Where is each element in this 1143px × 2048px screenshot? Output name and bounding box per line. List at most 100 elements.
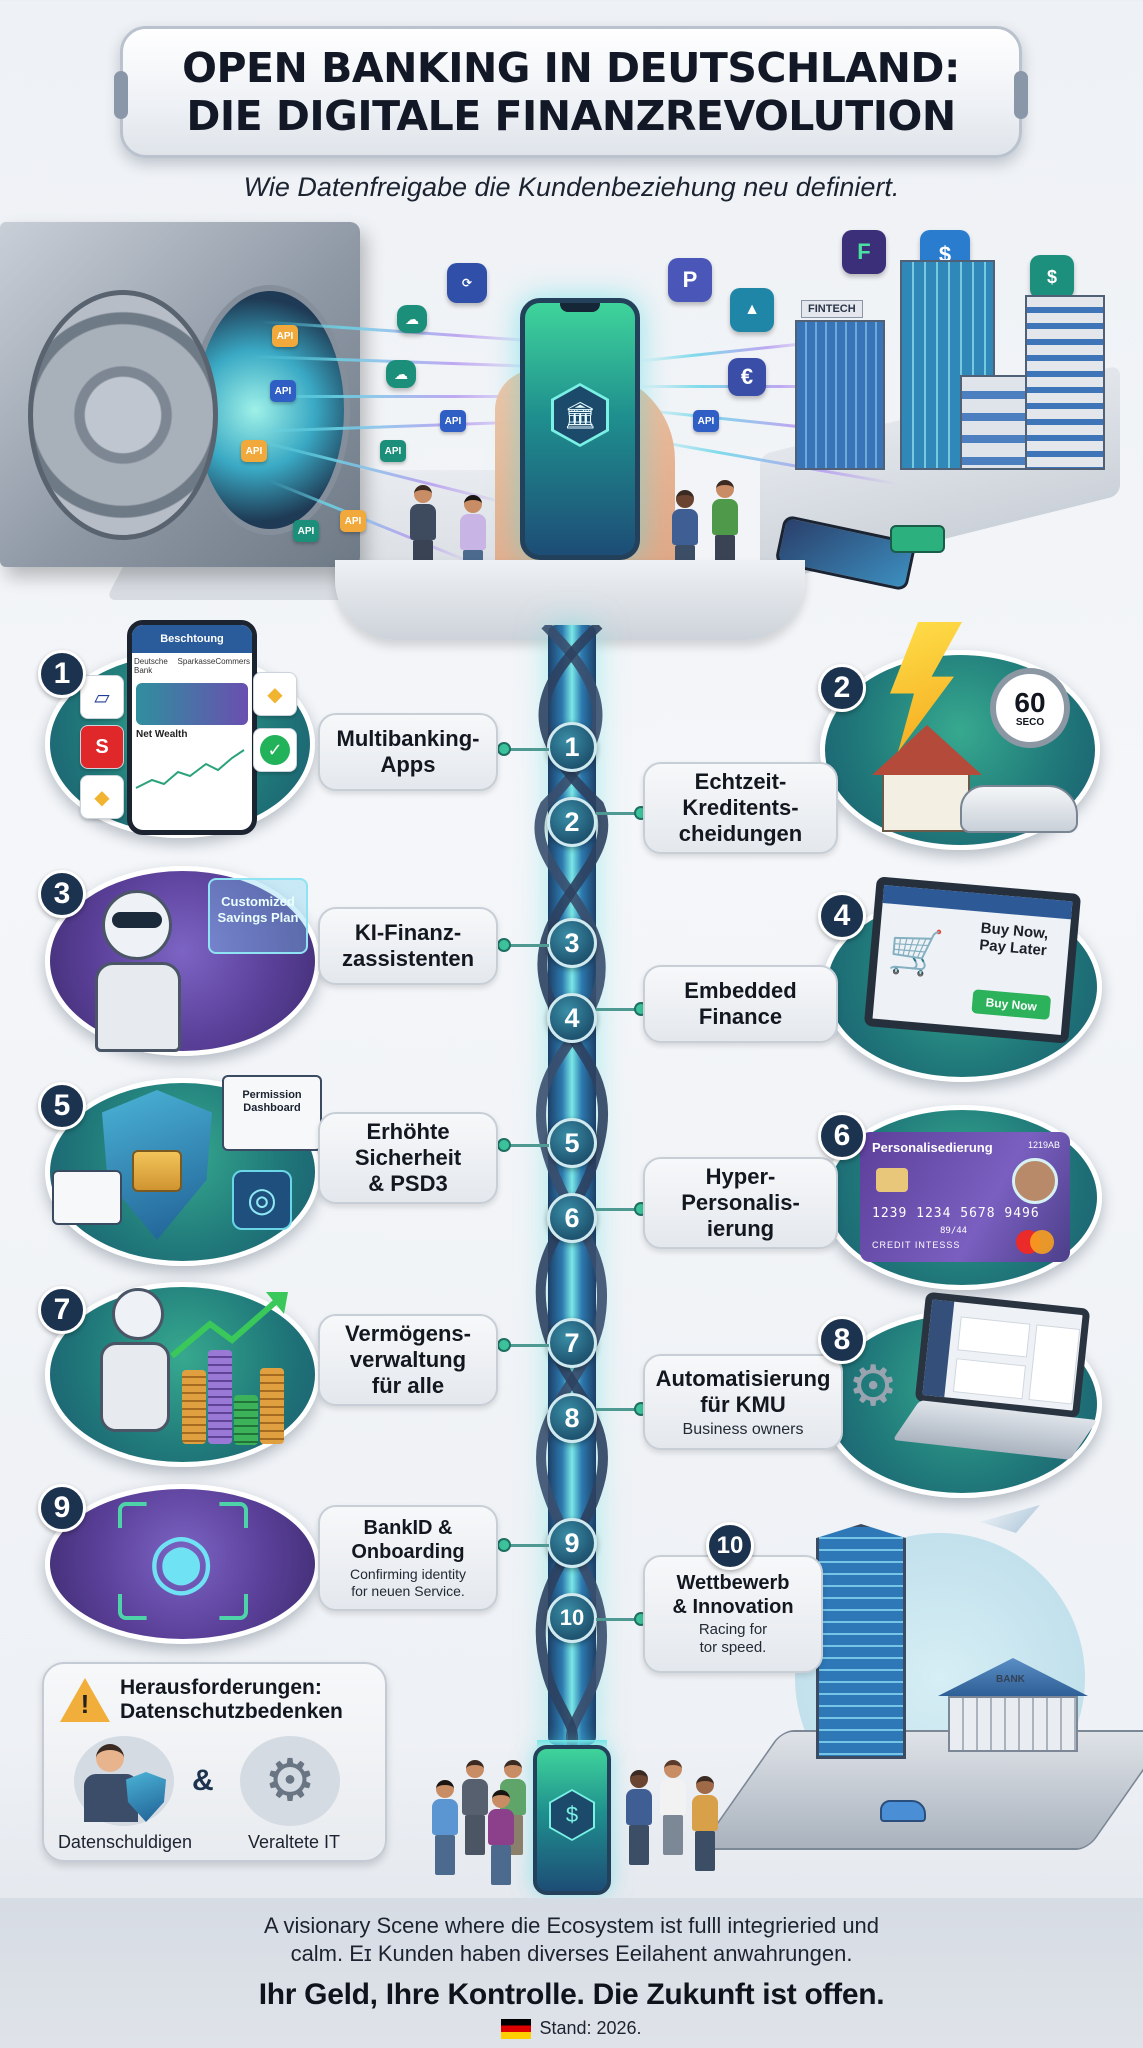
feature-4-card[interactable]: Embedded Finance [643, 965, 838, 1043]
stand-date: Stand: 2026. [539, 2018, 642, 2038]
feature-8-title: Automatisierung für KMU [655, 1365, 831, 1417]
vault-door-icon [28, 290, 218, 540]
footer-description: A visionary Scene where die Ecosystem is… [0, 1912, 1143, 1968]
dashboard-widget [952, 1358, 1027, 1400]
cloud-icon: ☁ [397, 305, 427, 333]
dashboard-sidebar [922, 1299, 955, 1398]
challenges-panel: ! Herausforderungen: Datenschutzbedenken… [42, 1662, 387, 1862]
permission-dashboard-panel: Permission Dashboard [222, 1075, 322, 1151]
savings-plan-bubble: Customized Savings Plan [208, 878, 308, 954]
permission-dashboard-title: Permission Dashboard [242, 1089, 302, 1114]
gears-icon: ⚙ [240, 1736, 340, 1826]
challenges-title: Herausforderungen: Datenschutzbedenken [120, 1676, 343, 1723]
bank-sparkasse: Sparkasse [177, 657, 216, 666]
feature-3-card[interactable]: KI-Finanz- zassistenten [318, 907, 498, 985]
monitor-icon: 🛒 Buy Now, Pay Later Buy Now [863, 876, 1082, 1044]
warning-icon: ! [60, 1678, 110, 1722]
feature-8-card[interactable]: Automatisierung für KMU Business owners [643, 1354, 843, 1450]
dashboard-widget [957, 1316, 1031, 1358]
bank-icon: 🏛 [554, 386, 606, 444]
feature-7-card[interactable]: Vermögens- verwaltung für alle [318, 1314, 498, 1406]
app-header: Beschtoung [132, 625, 252, 653]
car-icon [880, 1800, 926, 1822]
spine-node-5[interactable]: 5 [547, 1118, 597, 1168]
feature-5-badge: 5 [38, 1082, 86, 1130]
stopwatch-icon: 60 SECO [990, 668, 1070, 748]
feature-10-card[interactable]: Wettbewerb & Innovation Racing for tor s… [643, 1555, 823, 1673]
spine-node-1[interactable]: 1 [547, 722, 597, 772]
api-chip: API [693, 410, 719, 432]
feature-9-card[interactable]: BankID & Onboarding Confirming identity … [318, 1505, 498, 1611]
person-figure [432, 1780, 458, 1875]
feature-1-card[interactable]: Multibanking- Apps [318, 713, 498, 791]
api-chip: API [380, 440, 406, 462]
checkmark-icon: ✓ [253, 728, 297, 772]
card-number: 1239 1234 5678 9496 [872, 1206, 1040, 1221]
api-chip: API [241, 440, 267, 462]
spine-node-3[interactable]: 3 [547, 918, 597, 968]
connector-line [596, 1618, 640, 1621]
robot-advisor-body [100, 1342, 170, 1432]
fintech-building: FINTECH [795, 300, 885, 470]
triangle-app-icon: ▲ [730, 288, 774, 332]
feature-3-illustration [45, 866, 320, 1056]
dollar-icon: $ [551, 1791, 593, 1839]
feature-3-title: KI-Finanz- zassistenten [341, 920, 475, 971]
padlock-icon [132, 1150, 182, 1192]
car-icon [960, 785, 1078, 833]
phone-notch [560, 303, 600, 312]
feature-2-card[interactable]: Echtzeit- Kreditents- cheidungen [643, 762, 838, 854]
api-chip: API [440, 410, 466, 432]
spine-node-7[interactable]: 7 [547, 1318, 597, 1368]
spine-node-2[interactable]: 2 [547, 797, 597, 847]
connector-line [505, 1544, 549, 1547]
person-figure [692, 1776, 718, 1871]
robot-body [95, 962, 181, 1052]
shopping-cart-icon: 🛒 [886, 925, 946, 980]
feature-3-badge: 3 [38, 870, 86, 918]
gear-icon: ⚙ [848, 1354, 899, 1417]
cable-twist [534, 625, 609, 1745]
spine-node-8[interactable]: 8 [547, 1393, 597, 1443]
connector-line [596, 1008, 640, 1011]
spine-node-10[interactable]: 10 [547, 1593, 597, 1643]
card-code: 1219AB [1027, 1140, 1060, 1150]
net-wealth-chart [135, 749, 245, 789]
feature-7-badge: 7 [38, 1286, 86, 1334]
feature-6-badge: 6 [818, 1112, 866, 1160]
subtitle: Wie Datenfreigabe die Kundenbeziehung ne… [243, 172, 900, 202]
dashboard-widget [1028, 1324, 1081, 1405]
feature-6-card[interactable]: Hyper- Personalis- ierung [643, 1157, 838, 1249]
person-figure [626, 1770, 652, 1865]
bank-building-icon: BANK [938, 1658, 1088, 1758]
laptop-icon [914, 1291, 1091, 1419]
spine-node-6[interactable]: 6 [547, 1193, 597, 1243]
multibanking-phone: Beschtoung Deutsche Bank Sparkasse Comme… [127, 620, 257, 835]
feature-9-title: BankID & Onboarding [351, 1517, 465, 1563]
buy-now-button[interactable]: Buy Now [971, 989, 1052, 1020]
bank-columns [948, 1696, 1078, 1752]
api-chip: API [270, 380, 296, 402]
fintech-sign: FINTECH [801, 300, 863, 318]
feature-5-title: Erhöhte Sicherheit & PSD3 [354, 1119, 462, 1196]
deutsche-bank-icon: ▱ [80, 675, 124, 719]
timer-unit: SECO [1015, 716, 1045, 728]
feature-1-badge: 1 [38, 650, 86, 698]
bank-sign: BANK [996, 1674, 1025, 1685]
credit-card-icon: Personalisedierung 1219AB 1239 1234 5678… [860, 1132, 1070, 1262]
spine-node-9[interactable]: 9 [547, 1518, 597, 1568]
title-line-2: DIE DIGITALE FINANZREVOLUTION [186, 92, 956, 140]
commerzbank-icon: ◆ [80, 775, 124, 819]
bank-commers: Commers [215, 657, 250, 666]
sparkasse-icon: S [80, 725, 124, 769]
feature-9-badge: 9 [38, 1484, 86, 1532]
ampersand: & [192, 1764, 214, 1797]
person-shield-icon [74, 1736, 174, 1826]
connector-dot [497, 742, 511, 756]
connector-dot [497, 1338, 511, 1352]
api-chip: API [340, 510, 366, 532]
spine-node-4[interactable]: 4 [547, 993, 597, 1043]
feature-2-badge: 2 [818, 664, 866, 712]
feature-5-card[interactable]: Erhöhte Sicherheit & PSD3 [318, 1112, 498, 1204]
feature-8-subtitle: Business owners [682, 1420, 804, 1438]
